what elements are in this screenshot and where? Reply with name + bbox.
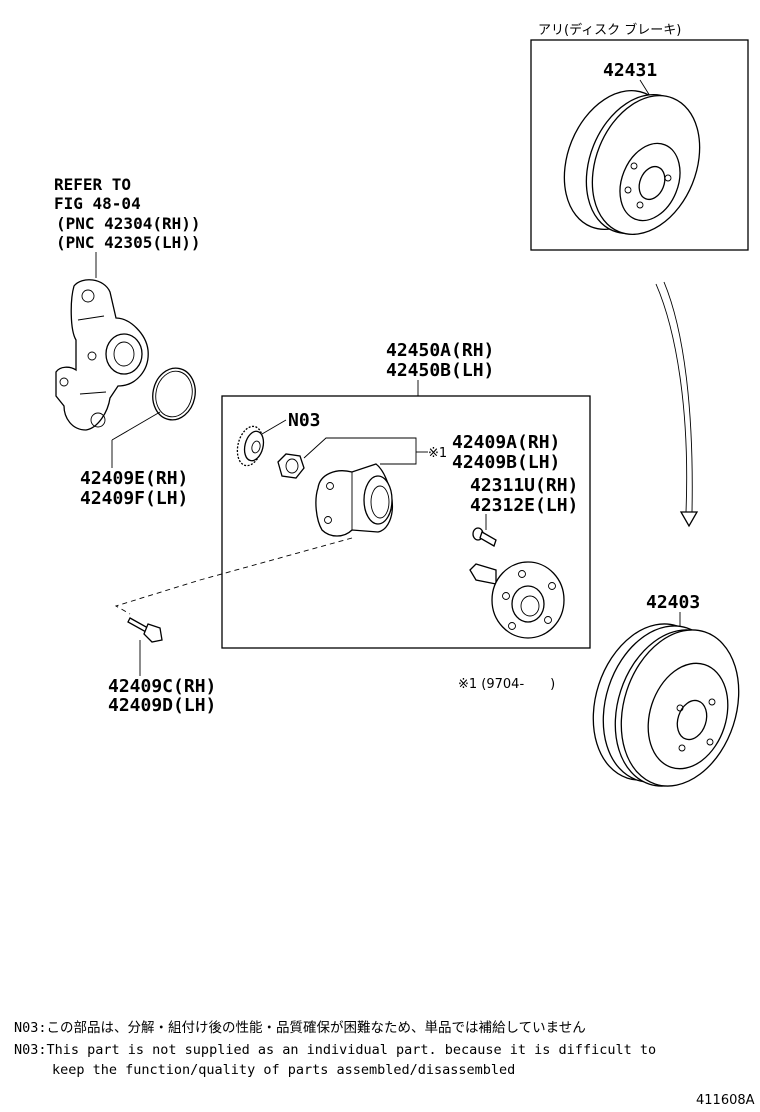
bearing-drawing xyxy=(315,463,394,537)
fig-ref-label[interactable]: FIG 48-04 xyxy=(54,194,141,213)
part-number-42431[interactable]: 42431 xyxy=(603,60,657,81)
part-number-42409a[interactable]: 42409A(RH) xyxy=(452,432,560,453)
footnote-english-1: N03:This part is not supplied as an indi… xyxy=(14,1042,656,1058)
hub-assembly-box xyxy=(221,395,591,649)
knuckle-reference: REFER TO FIG 48-04 (PNC 42304(RH)) (PNC … xyxy=(54,175,201,278)
steering-knuckle-drawing xyxy=(55,279,149,431)
axle-hub-drawing xyxy=(469,561,565,639)
curved-arrow xyxy=(655,281,699,528)
disc-brake-group: アリ(ディスク ブレーキ) 42431 xyxy=(530,22,749,251)
part-number-42409d[interactable]: 42409D(LH) xyxy=(108,695,216,716)
sensor-rotor-drawing xyxy=(236,425,265,467)
footnote-japanese: N03:この部品は、分解・組付け後の性能・品質確保が困難なため、単品では補給して… xyxy=(14,1020,586,1036)
hub-nut-drawing xyxy=(277,453,305,479)
refer-to-label: REFER TO xyxy=(54,175,131,194)
o-ring-drawing xyxy=(111,367,196,468)
part-number-n03[interactable]: N03 xyxy=(288,410,321,431)
part-number-42409e[interactable]: 42409E(RH) xyxy=(80,468,188,489)
pnc-lh-label: (PNC 42305(LH)) xyxy=(56,233,201,252)
hub-assembly-group: 42450A(RH) 42450B(LH) N03 ※1 42409A(RH) … xyxy=(114,340,591,649)
footnote-english-2: keep the function/quality of parts assem… xyxy=(52,1062,515,1078)
part-number-42409b[interactable]: 42409B(LH) xyxy=(452,452,560,473)
disc-rotor-drawing xyxy=(563,90,701,235)
part-number-42450b[interactable]: 42450B(LH) xyxy=(386,360,494,381)
disc-brake-caption: アリ(ディスク ブレーキ) xyxy=(538,22,681,38)
part-number-42409f[interactable]: 42409F(LH) xyxy=(80,488,188,509)
note-mark-1: ※1 xyxy=(428,446,447,461)
pnc-rh-label: (PNC 42304(RH)) xyxy=(56,214,201,233)
brake-drum-drawing xyxy=(592,623,740,787)
part-number-42311u[interactable]: 42311U(RH) xyxy=(470,475,578,496)
part-number-42312e[interactable]: 42312E(LH) xyxy=(470,495,578,516)
disc-brake-box xyxy=(530,39,749,251)
part-number-42403[interactable]: 42403 xyxy=(646,592,700,613)
part-number-42409c[interactable]: 42409C(RH) xyxy=(108,676,216,697)
figure-id: 411608A xyxy=(696,1093,755,1108)
date-range-note: ※1 (9704- ) xyxy=(458,677,555,692)
hub-mount-bolt-drawing xyxy=(127,617,163,676)
hub-bolt-drawing xyxy=(472,527,497,547)
part-number-42450a[interactable]: 42450A(RH) xyxy=(386,340,494,361)
